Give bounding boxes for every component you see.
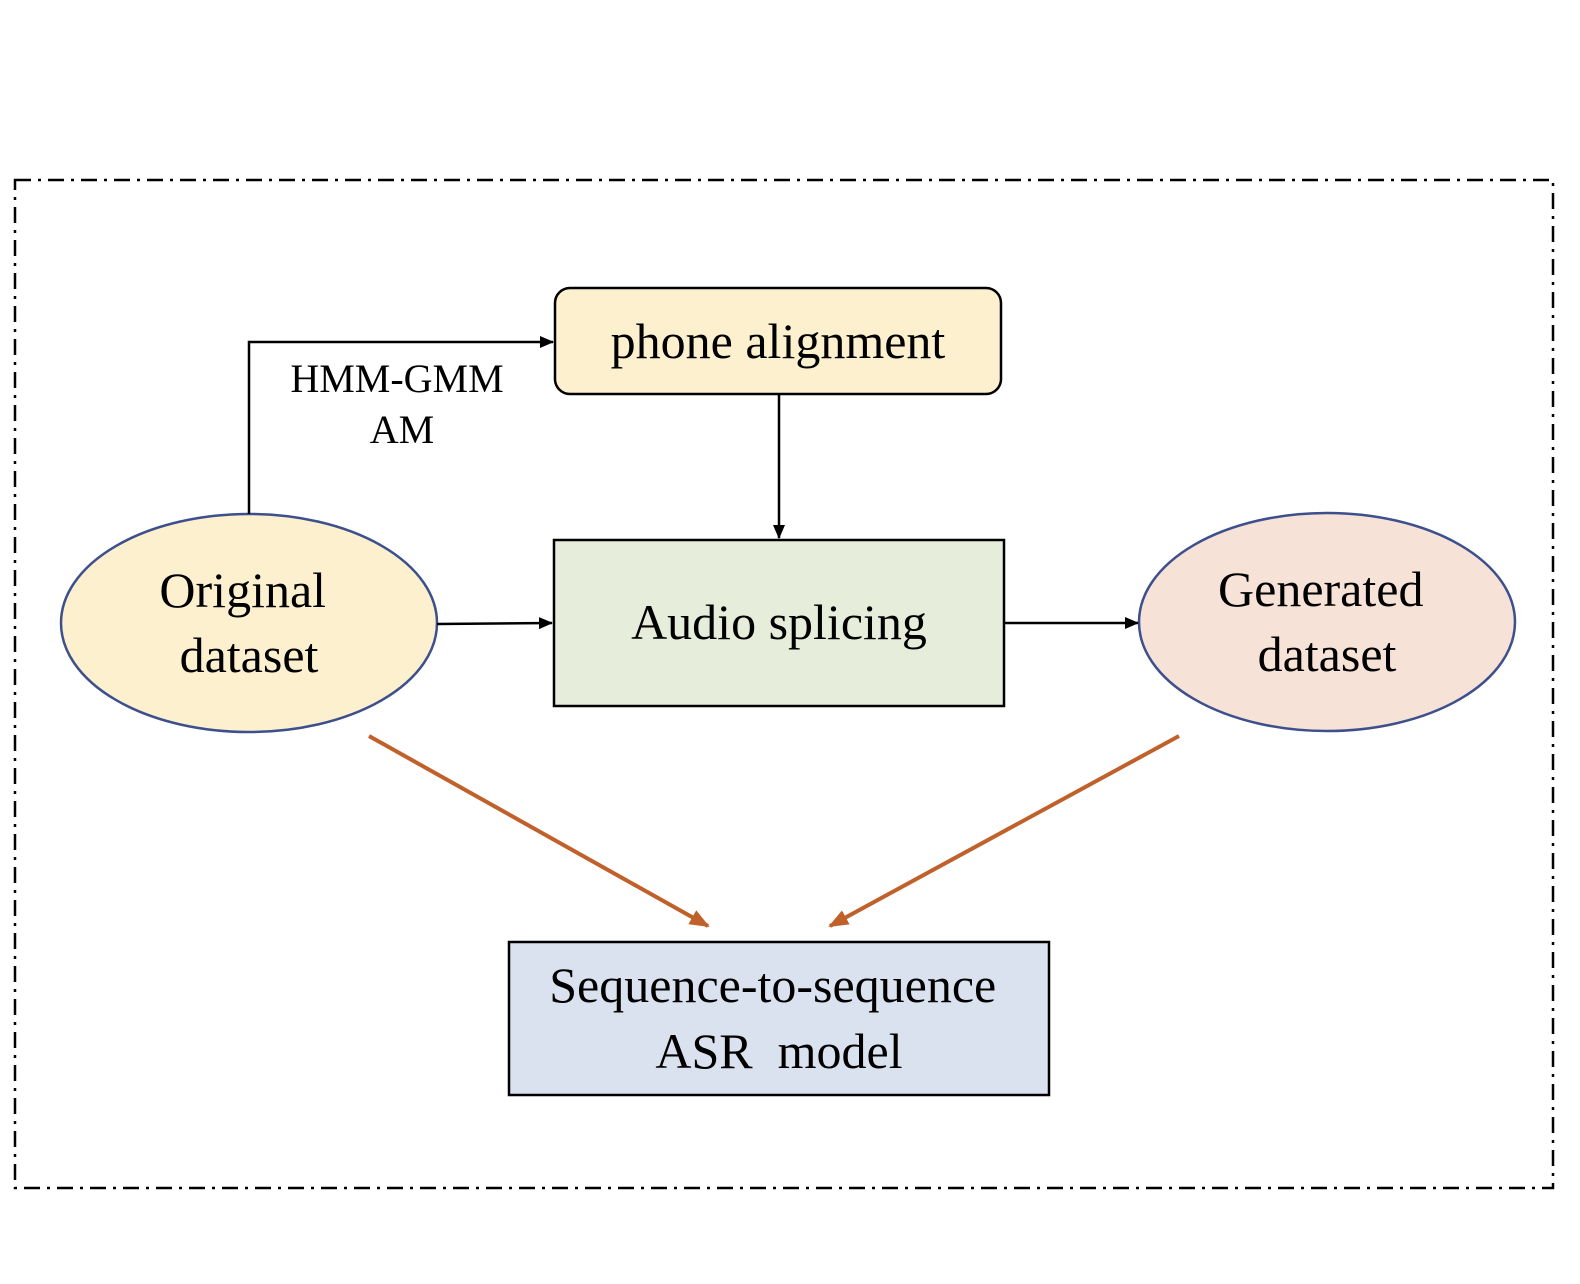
- original-dataset-ellipse: [59, 512, 439, 734]
- audio-splicing-label: Audio splicing: [631, 594, 927, 650]
- hmm-gmm-line-1: HMM-GMM: [290, 356, 503, 401]
- node-original-dataset: Original dataset: [59, 512, 439, 734]
- asr-model-line-2: ASR model: [655, 1023, 902, 1079]
- original-dataset-line-2: dataset: [180, 627, 319, 683]
- audio-splicing-line-1: Audio splicing: [631, 594, 927, 650]
- hmm-gmm-am-label: HMM-GMM AM: [290, 356, 513, 452]
- node-asr-model: Sequence-to-sequence ASR model: [507, 940, 1051, 1097]
- node-audio-splicing: Audio splicing: [552, 538, 1006, 708]
- original-dataset-label: Original dataset: [159, 562, 338, 683]
- asr-model-box: [507, 940, 1051, 1097]
- asr-model-label: Sequence-to-sequence ASR model: [549, 957, 1009, 1079]
- dashdot-frame: [13, 178, 1555, 1190]
- node-generated-dataset: Generated dataset: [1137, 511, 1517, 733]
- edge-original-to-audio-splicing: [436, 617, 553, 630]
- phone-alignment-label: phone alignment: [611, 313, 946, 369]
- generated-dataset-line-1: Generated: [1218, 561, 1423, 617]
- edge-generated-to-asr-model: [828, 734, 1180, 928]
- asr-model-line-1: Sequence-to-sequence: [549, 957, 996, 1013]
- edge-original-to-phone-alignment: [247, 336, 554, 514]
- original-dataset-line-1: Original: [159, 562, 326, 618]
- generated-dataset-ellipse: [1137, 511, 1517, 733]
- phone-alignment-line-1: phone alignment: [611, 313, 946, 369]
- generated-dataset-line-2: dataset: [1258, 626, 1397, 682]
- generated-dataset-label: Generated dataset: [1218, 561, 1436, 682]
- edge-original-to-asr-model: [368, 734, 710, 928]
- hmm-gmm-line-2: AM: [370, 407, 434, 452]
- node-phone-alignment: phone alignment: [553, 286, 1003, 396]
